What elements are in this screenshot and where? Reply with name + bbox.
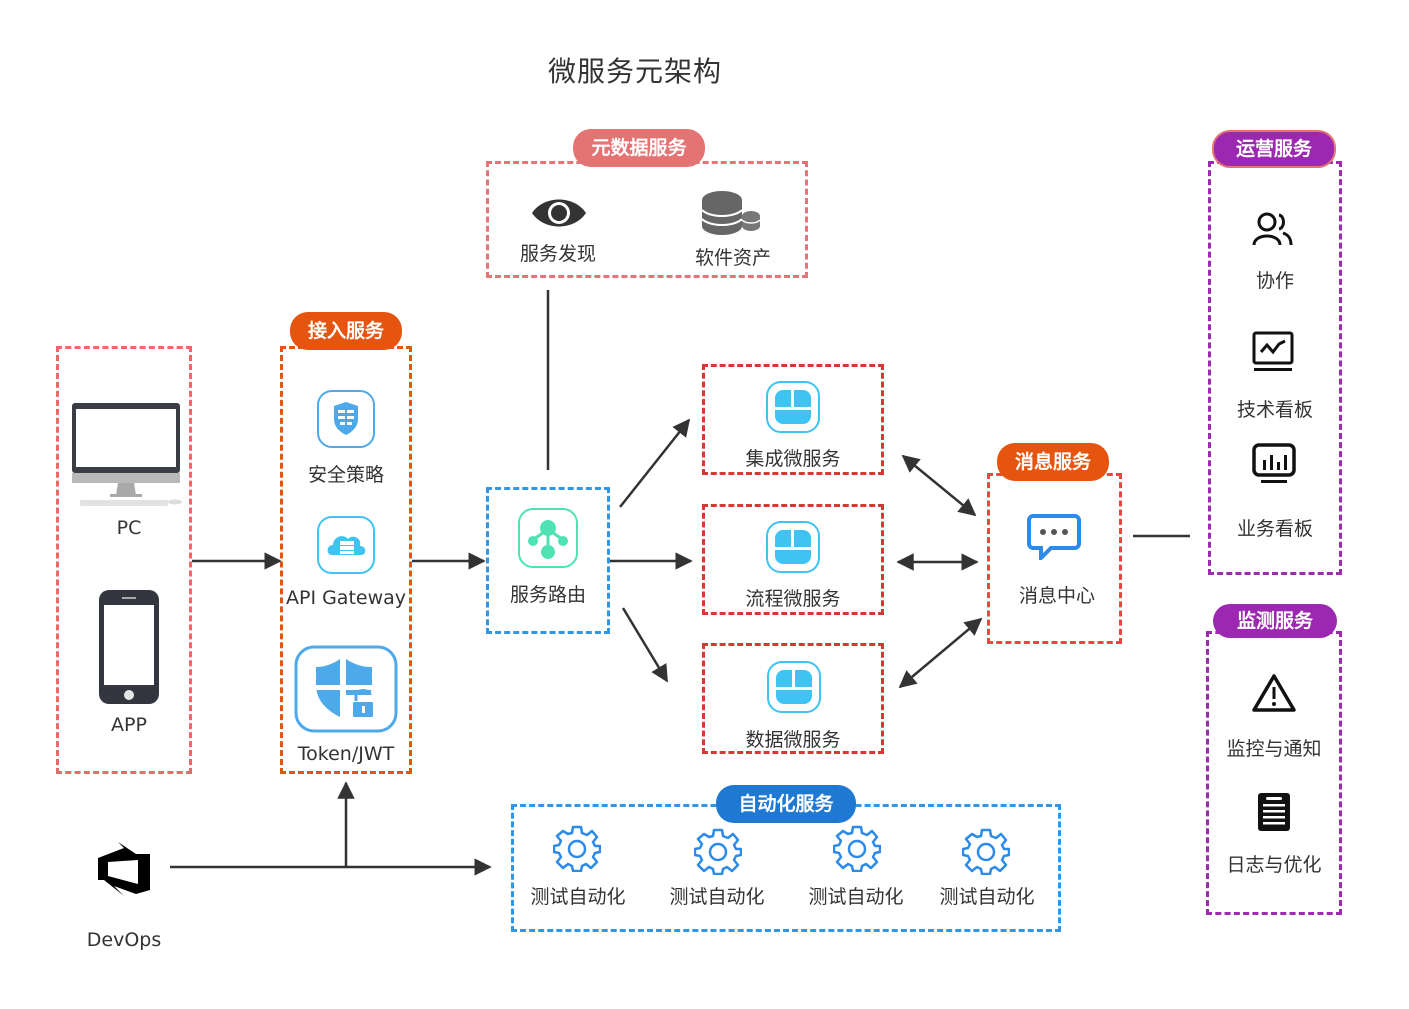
bar-chart-monitor-icon: [1252, 443, 1296, 483]
gear-icon: [694, 828, 742, 875]
automation-label-4: 测试自动化: [939, 886, 1035, 908]
layout-panel-icon: [766, 521, 820, 573]
arrow-data-message: [898, 617, 983, 689]
arrow-router-to-integration: [619, 418, 691, 508]
microservice-label-data: 数据微服务: [745, 729, 841, 751]
layout-panel-icon: [766, 381, 820, 433]
monitoring-label-logs: 日志与优化: [1226, 854, 1322, 876]
metadata-label-assets: 软件资产: [694, 247, 771, 269]
automation-label-1: 测试自动化: [530, 886, 626, 908]
firewall-shield-icon: [317, 390, 375, 448]
client-label-app: APP: [111, 714, 147, 736]
operations-label-biz-board: 业务看板: [1236, 518, 1313, 540]
arrow-router-to-data: [621, 607, 669, 683]
arrow-integration-message: [901, 454, 977, 517]
metadata-label-discovery: 服务发现: [519, 243, 596, 265]
desktop-computer-icon: [72, 403, 182, 506]
operations-label-collab: 协作: [1255, 270, 1294, 292]
shield-lock-icon: [294, 645, 398, 733]
automation-service-tag: 自动化服务: [716, 785, 856, 823]
operations-service-tag: 运营服务: [1212, 130, 1336, 168]
cloud-server-icon: [317, 516, 375, 574]
hub-network-icon: [518, 508, 578, 568]
microservice-label-integration: 集成微服务: [745, 448, 841, 470]
devops-label: DevOps: [86, 929, 162, 951]
monitoring-label-alerts: 监控与通知: [1226, 738, 1322, 760]
clients-group: [56, 346, 192, 774]
gear-icon: [833, 825, 881, 872]
operations-label-tech-board: 技术看板: [1236, 399, 1313, 421]
microservice-process: [702, 504, 884, 615]
access-label-api-gateway: API Gateway: [285, 587, 407, 609]
automation-label-2: 测试自动化: [669, 886, 765, 908]
users-icon: [1252, 212, 1293, 246]
page-title: 微服务元架构: [548, 55, 723, 88]
access-label-security: 安全策略: [307, 464, 384, 486]
layout-panel-icon: [767, 661, 821, 713]
router-label: 服务路由: [509, 584, 586, 606]
gear-icon: [553, 825, 601, 872]
gear-icon: [962, 828, 1010, 875]
monitoring-service-tag: 监测服务: [1213, 604, 1337, 638]
devops-logo-icon: [98, 842, 150, 896]
coin-stack-icon: [701, 191, 761, 235]
client-label-pc: PC: [116, 517, 142, 539]
access-label-token: Token/JWT: [297, 743, 395, 765]
microservice-label-process: 流程微服务: [745, 588, 841, 610]
warning-triangle-icon: [1252, 674, 1296, 712]
microservice-data: [702, 643, 884, 754]
log-document-icon: [1258, 793, 1290, 831]
metadata-service-tag: 元数据服务: [573, 129, 705, 167]
chat-bubble-icon: [1027, 514, 1081, 560]
microservice-integration: [702, 364, 884, 475]
line-chart-monitor-icon: [1252, 331, 1294, 371]
eye-icon: [532, 199, 586, 227]
message-service-tag: 消息服务: [997, 443, 1109, 481]
smartphone-icon: [99, 590, 159, 704]
message-center-label: 消息中心: [1018, 585, 1095, 607]
service-router-group: [486, 487, 610, 634]
access-service-tag: 接入服务: [290, 312, 402, 350]
automation-label-3: 测试自动化: [808, 886, 904, 908]
